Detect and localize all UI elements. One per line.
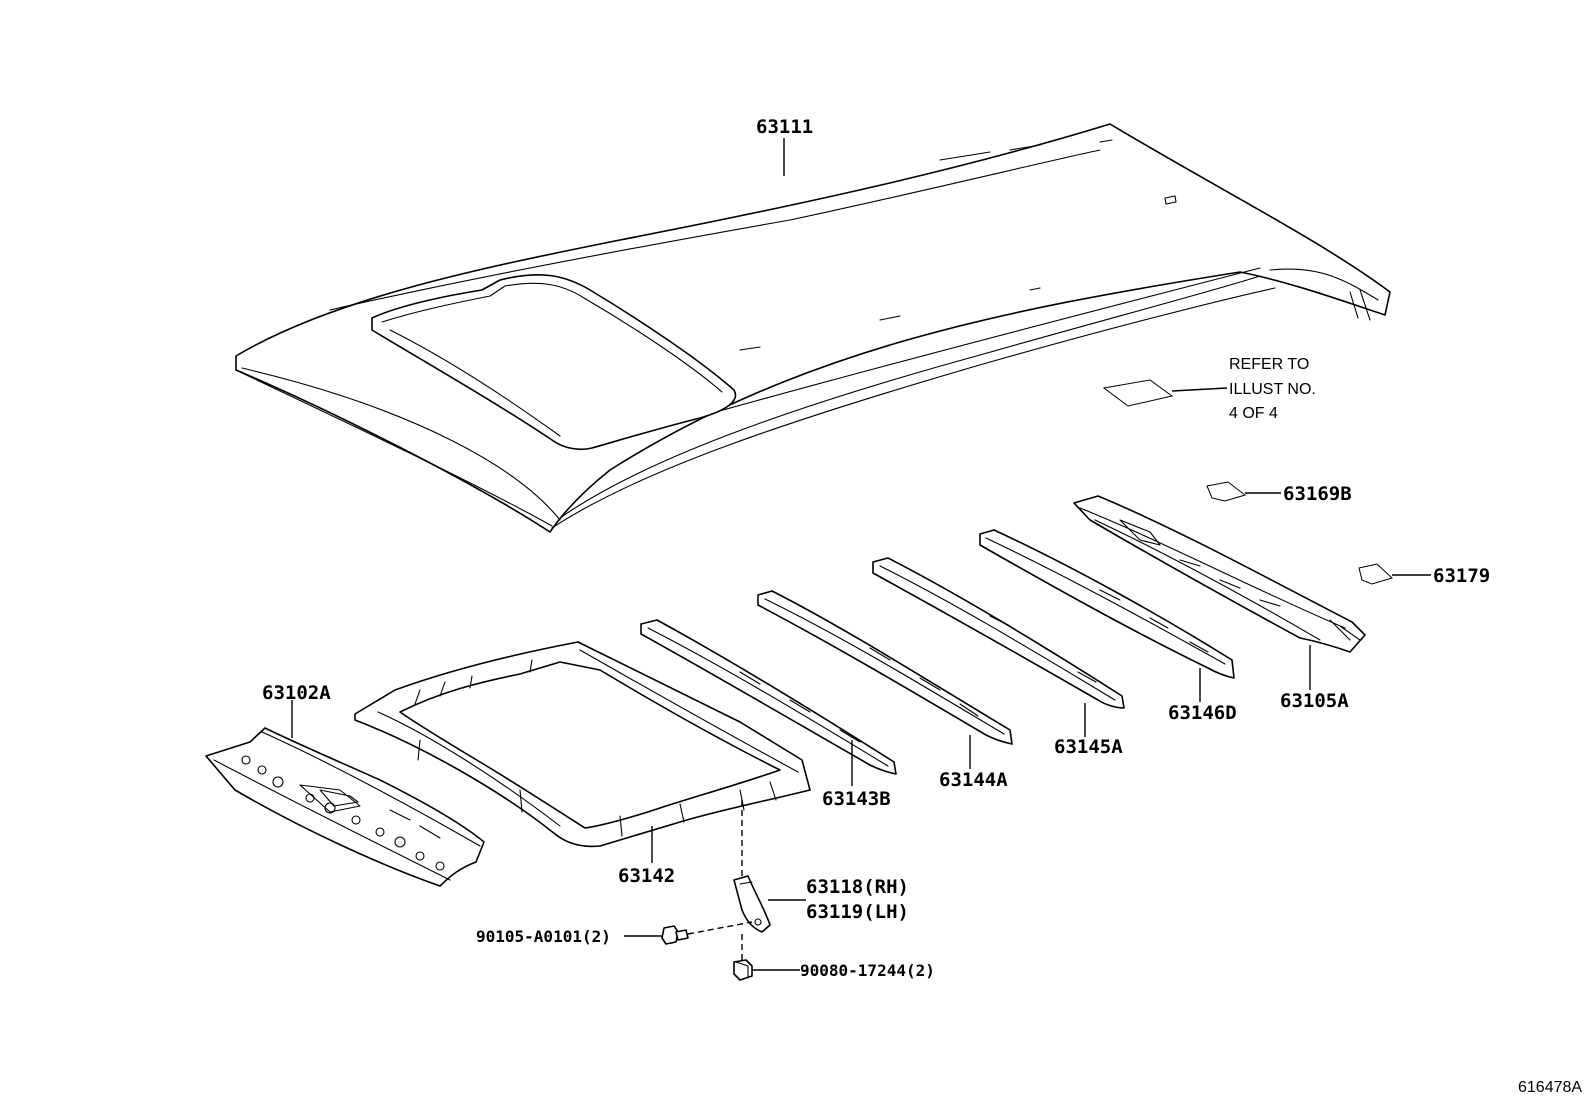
bracket-lh-label: 63119(LH) [806,901,909,923]
bracket-rh-label: 63118(RH) [806,876,909,898]
sunroof-frame-label: 63142 [618,865,675,887]
front-header-label: 63105A [1280,690,1349,712]
roof-bow-4-label: 63146D [1168,702,1237,724]
roof-bow-2[interactable] [757,590,1013,745]
roof-bow-3[interactable] [872,557,1125,709]
roof-panel-label: 63111 [756,116,813,138]
roof-bow-4[interactable] [979,529,1235,679]
rear-header-label: 63102A [262,682,331,704]
bracket-rh-lh[interactable] [733,875,771,933]
refer-note-group: REFER TO ILLUST NO. 4 OF 4 [1102,356,1316,422]
nut-label: 90080-17244(2) [800,961,935,980]
bracket-plate-1-label: 63169B [1283,483,1352,505]
bolt[interactable] [661,925,689,945]
bracket-plate-2[interactable] [1358,563,1393,585]
sunroof-frame[interactable] [354,641,811,848]
refer-note-line1: REFER TO [1229,356,1309,373]
illustration-id: 616478A [1518,1079,1582,1096]
roof-bow-1[interactable] [640,619,897,775]
roof-panel[interactable] [235,123,1391,533]
roof-bow-1-label: 63143B [822,788,891,810]
bracket-plate-1[interactable] [1206,481,1247,502]
rear-header[interactable] [205,727,485,887]
roof-bow-2-label: 63144A [939,769,1008,791]
front-header[interactable] [1073,495,1366,653]
bolt-label: 90105-A0101(2) [476,927,611,946]
roof-bow-3-label: 63145A [1054,736,1123,758]
nut[interactable] [733,959,753,981]
bracket-plate-2-label: 63179 [1433,565,1490,587]
refer-note-line2: ILLUST NO. [1229,381,1316,398]
refer-note-line3: 4 OF 4 [1229,405,1278,422]
